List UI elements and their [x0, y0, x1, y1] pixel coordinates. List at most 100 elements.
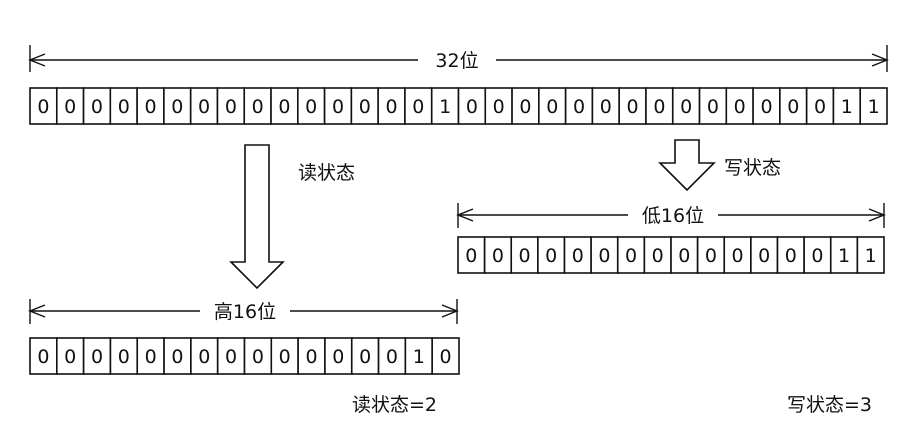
- full-register-bit-box: [832, 87, 862, 125]
- full-register-bit-value: 1: [439, 96, 451, 118]
- high16-bit-value: 0: [145, 346, 157, 368]
- low16-bit-box: [696, 236, 726, 274]
- high16-bit-value: 0: [252, 346, 264, 368]
- low16-bit-box: [856, 236, 885, 274]
- write-arrow-label: 写状态: [724, 157, 781, 179]
- full-register-bit-box: [618, 87, 647, 125]
- full-register-bit-cell: 0: [377, 87, 406, 125]
- high16-bit-cell: 0: [431, 337, 460, 375]
- low16-bit-box: [563, 236, 592, 274]
- full-register-bit-cell: 0: [805, 87, 835, 125]
- low16-bit-box: [590, 236, 619, 274]
- low16-arrowhead-left: [456, 208, 474, 222]
- high16-bit-box: [404, 337, 433, 375]
- full-register-bit-box: [457, 87, 487, 125]
- low16-bit-cell: 0: [483, 236, 513, 274]
- low16-bit-value: 1: [838, 245, 850, 267]
- full-register-bit-cell: 1: [859, 87, 888, 125]
- low16-bit-value: 0: [758, 245, 770, 267]
- full-register-bit-cell: 0: [55, 87, 85, 125]
- full-register-bit-value: 1: [868, 96, 880, 118]
- high16-bit-value: 0: [359, 346, 371, 368]
- low16-bit-cell: 0: [643, 236, 672, 274]
- span-arrowhead-right: [871, 53, 889, 67]
- high16-bit-value: 0: [279, 346, 291, 368]
- low16-bit-cell: 0: [670, 236, 699, 274]
- full-register-bit-box: [163, 87, 192, 125]
- high16-bit-value: 0: [440, 346, 452, 368]
- low16-bit-box: [537, 236, 566, 274]
- high16-bit-box: [56, 337, 85, 375]
- full-register-bit-cell: 0: [216, 87, 246, 125]
- high16-bit-cell: 0: [109, 337, 139, 375]
- full-register-bit-cell: 0: [484, 87, 513, 125]
- high16-bit-cell: 1: [404, 337, 433, 375]
- low16-bit-cell: 0: [457, 236, 486, 274]
- full-register-bit-box: [323, 87, 353, 125]
- write-arrow: 写状态: [658, 139, 781, 192]
- full-register-span: 32位: [28, 45, 889, 72]
- high16-bit-box: [377, 337, 407, 375]
- full-register-bit-value: 0: [734, 96, 746, 118]
- full-register-bit-value: 0: [359, 96, 371, 118]
- full-register-bit-value: 0: [91, 96, 103, 118]
- full-register-bit-value: 0: [252, 96, 264, 118]
- full-register-bit-box: [297, 87, 326, 125]
- full-register-bit-cell: 0: [323, 87, 353, 125]
- full-register-bit-value: 0: [600, 96, 612, 118]
- low16-bit-value: 0: [811, 245, 823, 267]
- read-arrow: 读状态: [229, 144, 355, 290]
- full-register-bit-value: 0: [519, 96, 531, 118]
- full-register-bit-value: 0: [787, 96, 799, 118]
- full-register-bit-value: 0: [118, 96, 130, 118]
- low16-span-label: 低16位: [642, 205, 704, 227]
- full-register-bit-box: [645, 87, 674, 125]
- read-result-label: 读状态=2: [352, 394, 437, 416]
- high16-bit-value: 0: [386, 346, 398, 368]
- full-register-bit-value: 0: [493, 96, 505, 118]
- low16-bit-cell: 0: [563, 236, 592, 274]
- full-register-bit-cell: 0: [511, 87, 540, 125]
- full-register-bit-cell: 0: [82, 87, 112, 125]
- full-register-bit-cell: 0: [297, 87, 326, 125]
- full-register-bit-cell: 0: [243, 87, 272, 125]
- full-register-bit-box: [859, 87, 888, 125]
- low16-arrowhead-right: [868, 208, 886, 222]
- full-register-bit-box: [136, 87, 165, 125]
- read-down-arrow-icon: [229, 144, 285, 290]
- full-register-bit-value: 0: [412, 96, 424, 118]
- low16-bit-cell: 0: [590, 236, 619, 274]
- full-register-bit-box: [270, 87, 299, 125]
- full-register-bit-cell: 0: [189, 87, 219, 125]
- full-register-bit-box: [29, 87, 58, 125]
- high16-bit-box: [190, 337, 219, 375]
- full-register-bit-box: [779, 87, 808, 125]
- low16-bit-value: 0: [519, 245, 531, 267]
- full-register-bit-value: 0: [680, 96, 692, 118]
- low16-span: 低16位: [456, 203, 886, 228]
- full-register-bit-value: 0: [37, 96, 49, 118]
- full-register-bit-value: 0: [332, 96, 344, 118]
- high16-bit-cell: 0: [270, 337, 299, 375]
- write-down-arrow-icon: [658, 139, 716, 192]
- high16-bit-value: 0: [198, 346, 210, 368]
- full-register-bit-cell: 0: [618, 87, 647, 125]
- high16-bit-cell: 0: [297, 337, 326, 375]
- low16-bit-value: 0: [492, 245, 504, 267]
- low16-bit-cell: 0: [696, 236, 726, 274]
- high16-bit-value: 1: [413, 346, 425, 368]
- low16-bit-box: [803, 236, 832, 274]
- high16-bit-box: [243, 337, 273, 375]
- low16-bit-box: [457, 236, 486, 274]
- low16-bit-cell: 0: [537, 236, 566, 274]
- high16-bit-value: 0: [332, 346, 344, 368]
- full-register-bit-cell: 0: [404, 87, 433, 125]
- full-register-bit-cell: 0: [671, 87, 701, 125]
- full-register-bit-value: 0: [546, 96, 558, 118]
- full-register-bit-cell: 1: [832, 87, 862, 125]
- high16-arrowhead-right: [441, 304, 459, 318]
